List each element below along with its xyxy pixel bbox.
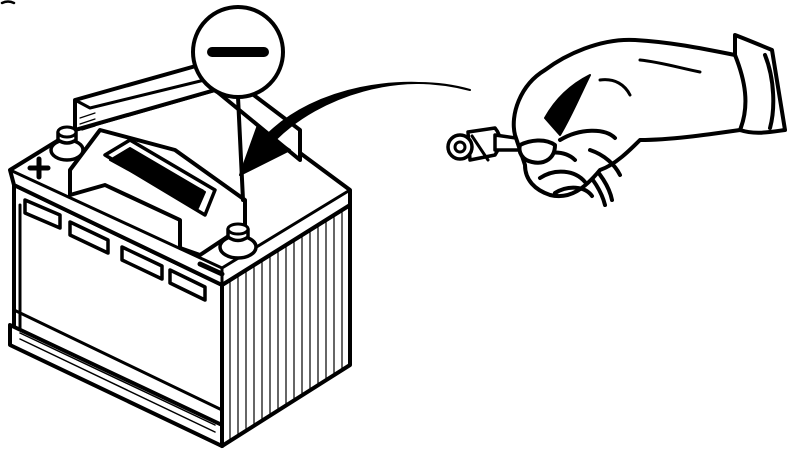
thumb <box>520 140 556 162</box>
hand-holding-cable <box>448 35 785 205</box>
edge-mark <box>2 2 14 4</box>
